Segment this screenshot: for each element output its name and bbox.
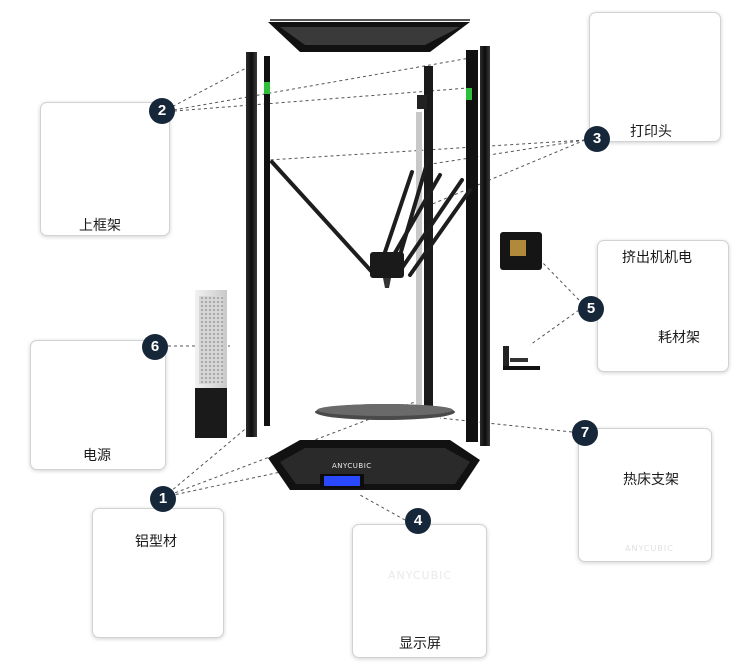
delta-arms bbox=[270, 158, 472, 277]
display-card: 显示屏 bbox=[352, 524, 487, 658]
callout-3-label: 打印头 bbox=[630, 124, 672, 140]
callout-badge-7: 7 bbox=[572, 420, 598, 446]
callout-badge-2: 2 bbox=[149, 98, 175, 124]
printer-base bbox=[268, 440, 480, 490]
callout-7-label: 热床支架 bbox=[623, 472, 679, 488]
aluminum-card: 铝型材 bbox=[92, 508, 224, 638]
callout-badge-5: 5 bbox=[578, 296, 604, 322]
print-head bbox=[370, 252, 404, 278]
top-frame bbox=[268, 19, 470, 52]
callout-6-label: 电源 bbox=[83, 448, 111, 464]
callout-5-label: 挤出机机电 bbox=[622, 250, 692, 266]
base-brand-label: ANYCUBIC bbox=[332, 462, 372, 470]
callout-badge-1: 1 bbox=[150, 486, 176, 512]
display-brand-label: ANYCUBIC bbox=[388, 569, 453, 582]
callout-2-label: 上框架 bbox=[79, 218, 121, 234]
callout-badge-4: 4 bbox=[405, 508, 431, 534]
power-supply bbox=[195, 290, 227, 438]
vertical-rails bbox=[246, 46, 490, 446]
callout-4-label: 显示屏 bbox=[399, 636, 441, 652]
extruder-card: 挤出机机电 耗材架 bbox=[597, 240, 729, 372]
top-frame-card: 上框架 bbox=[40, 102, 170, 236]
bed-holder-card: 热床支架 bbox=[578, 428, 712, 562]
callout-badge-6: 6 bbox=[142, 334, 168, 360]
callout-1-label: 铝型材 bbox=[135, 534, 177, 550]
extruder-assembly bbox=[500, 232, 542, 370]
callout-badge-3: 3 bbox=[584, 126, 610, 152]
print-head-card: 打印头 bbox=[589, 12, 721, 142]
power-card: 电源 bbox=[30, 340, 166, 470]
bed-brand-label: ANYCUBIC bbox=[625, 544, 674, 553]
callout-5-label2: 耗材架 bbox=[658, 330, 700, 346]
